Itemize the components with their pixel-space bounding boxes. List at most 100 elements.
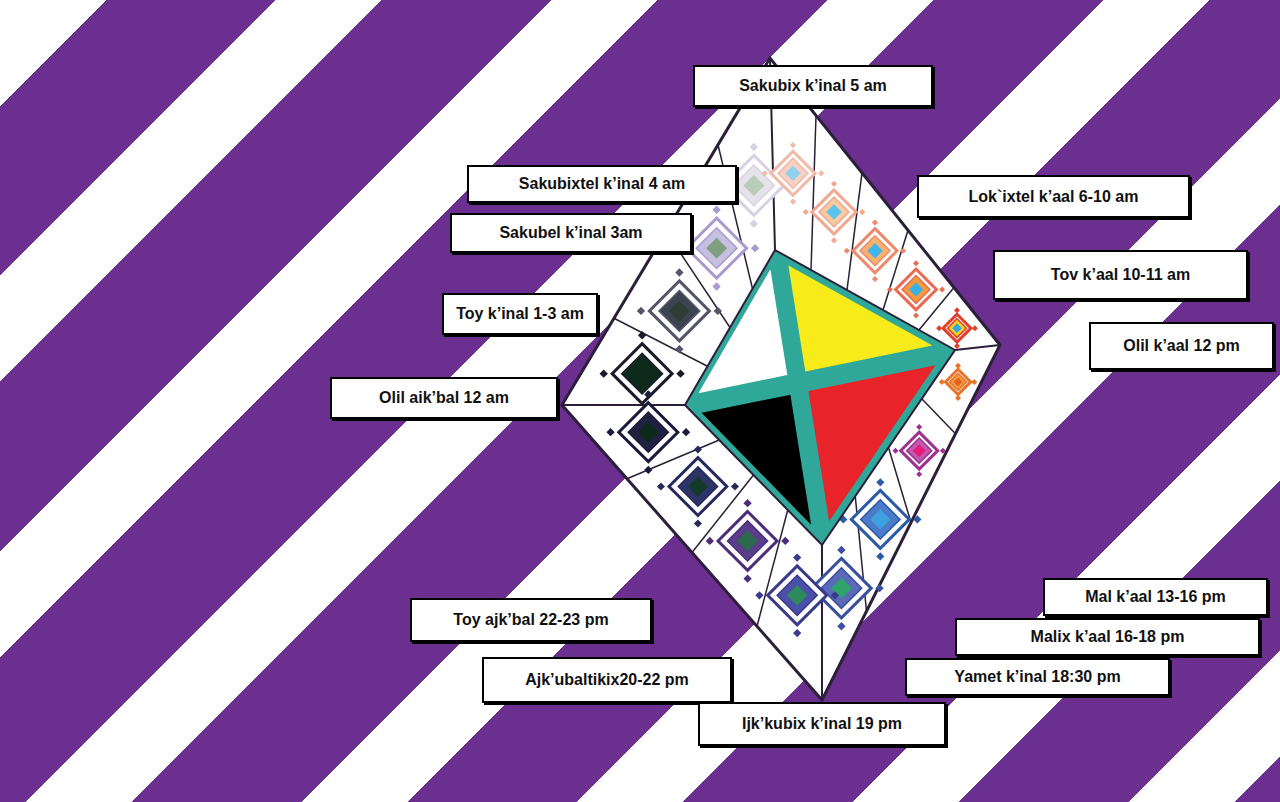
color-quadrant xyxy=(702,395,812,525)
tile-dot xyxy=(872,276,878,282)
tile-pattern xyxy=(728,521,768,561)
tile-pattern xyxy=(901,432,938,469)
time-label-box: Mal k’aal 13-16 pm xyxy=(1043,578,1268,616)
time-label: Malix k’aal 16-18 pm xyxy=(1031,627,1185,646)
tile-dot xyxy=(600,369,608,377)
tile-dot xyxy=(859,209,865,215)
tile-pattern xyxy=(669,300,690,321)
color-quadrants xyxy=(698,266,935,525)
time-label-box: Lok`ixtel k’aal 6-10 am xyxy=(917,175,1190,218)
tile-dot xyxy=(916,424,922,430)
time-label: Lok`ixtel k’aal 6-10 am xyxy=(969,187,1139,206)
time-label: Sakubixtel k’inal 4 am xyxy=(519,174,685,193)
tile-dot xyxy=(790,199,796,205)
time-label-box: Ajk’ubaltikix20-22 pm xyxy=(482,657,732,703)
time-label: Sakubix k’inal 5 am xyxy=(739,76,887,95)
time-label: Ajk’ubaltikix20-22 pm xyxy=(525,670,689,689)
tile-pattern xyxy=(612,344,672,404)
tile-dot xyxy=(971,379,977,385)
tile-dot xyxy=(657,483,665,491)
tile-pattern xyxy=(696,228,737,269)
tile-dot xyxy=(675,268,683,276)
tile-dot xyxy=(762,170,768,176)
tile-divider xyxy=(955,345,1000,350)
time-label-box: Olil aik’bal 12 am xyxy=(330,377,558,419)
tile-pattern xyxy=(954,377,963,386)
tile-dot xyxy=(954,343,960,349)
tile-dot xyxy=(892,448,898,454)
tile-dot xyxy=(940,448,946,454)
tile-dot xyxy=(900,248,906,254)
tile-dot xyxy=(913,515,921,523)
tile-pattern xyxy=(821,568,862,609)
tile-dot xyxy=(955,363,961,369)
tile-dot xyxy=(844,248,850,254)
tile-dot xyxy=(831,181,837,187)
tile-pattern xyxy=(902,276,930,304)
tile-dot xyxy=(714,307,722,315)
tile-dot xyxy=(793,553,801,561)
tile-dot xyxy=(876,478,884,486)
tile-dot xyxy=(939,286,945,292)
tile-dot xyxy=(731,483,739,491)
tile-pattern xyxy=(737,531,758,552)
time-label-box: Sakubixtel k’inal 4 am xyxy=(467,165,737,203)
tile-dot xyxy=(694,520,702,528)
time-label: Tov k’aal 10-11 am xyxy=(1051,265,1190,284)
tile-pattern xyxy=(778,158,808,188)
tile-dot xyxy=(818,170,824,176)
time-label-box: Tov k’aal 10-11 am xyxy=(993,250,1248,300)
tile-pattern xyxy=(706,238,727,259)
tile-dot xyxy=(793,629,801,637)
tile-dot xyxy=(936,325,942,331)
time-label: Olil k’aal 12 pm xyxy=(1123,336,1240,355)
tile-dot xyxy=(644,466,652,474)
tile-dot xyxy=(916,471,922,477)
tile-pattern xyxy=(619,403,678,462)
tile-pattern xyxy=(771,151,815,195)
tile-pattern xyxy=(907,438,932,463)
tile-dot xyxy=(751,244,759,252)
time-label-box: Ijk’kubix k’inal 19 pm xyxy=(698,702,946,746)
tile-pattern xyxy=(948,319,967,338)
time-label-box: Yamet k’inal 18:30 pm xyxy=(905,658,1170,696)
tile-pattern xyxy=(831,578,852,599)
tile-dot xyxy=(637,307,645,315)
time-label: Toy ajk’bal 22-23 pm xyxy=(453,610,608,629)
time-label: Sakubel k’inal 3am xyxy=(499,223,642,242)
tile-pattern xyxy=(896,269,937,310)
tile-dot xyxy=(875,584,883,592)
tile-dot xyxy=(876,552,884,560)
tile-dot xyxy=(955,395,961,401)
tile-divider xyxy=(811,115,816,270)
tile-pattern xyxy=(628,412,668,452)
color-quadrant xyxy=(808,365,935,521)
tile-dot xyxy=(743,575,751,583)
tile-pattern xyxy=(649,281,709,341)
color-quadrant xyxy=(788,266,932,372)
tile-pattern xyxy=(952,323,962,333)
tile-dot xyxy=(939,379,945,385)
tile-divider xyxy=(562,404,685,406)
tile-dot xyxy=(694,446,702,454)
tile-pattern xyxy=(777,575,817,615)
tile-dot xyxy=(750,220,758,228)
time-label: Toy k’inal 1-3 am xyxy=(456,304,584,323)
tile-dot xyxy=(954,307,960,313)
time-label-box: Toy k’inal 1-3 am xyxy=(442,293,598,335)
tile-dot xyxy=(638,331,646,339)
tile-dot xyxy=(712,206,720,214)
tile-pattern xyxy=(870,509,890,529)
time-label-box: Sakubel k’inal 3am xyxy=(450,213,692,253)
tile-dot xyxy=(831,591,839,599)
tile-pattern xyxy=(743,175,764,196)
time-label: Ijk’kubix k’inal 19 pm xyxy=(742,714,902,733)
tile-dot xyxy=(972,325,978,331)
tile-pattern xyxy=(949,373,966,390)
tile-dot xyxy=(803,209,809,215)
tile-pattern xyxy=(768,566,827,625)
tile-pattern xyxy=(733,165,774,206)
color-quadrant xyxy=(698,269,787,393)
tile-pattern xyxy=(785,166,800,181)
